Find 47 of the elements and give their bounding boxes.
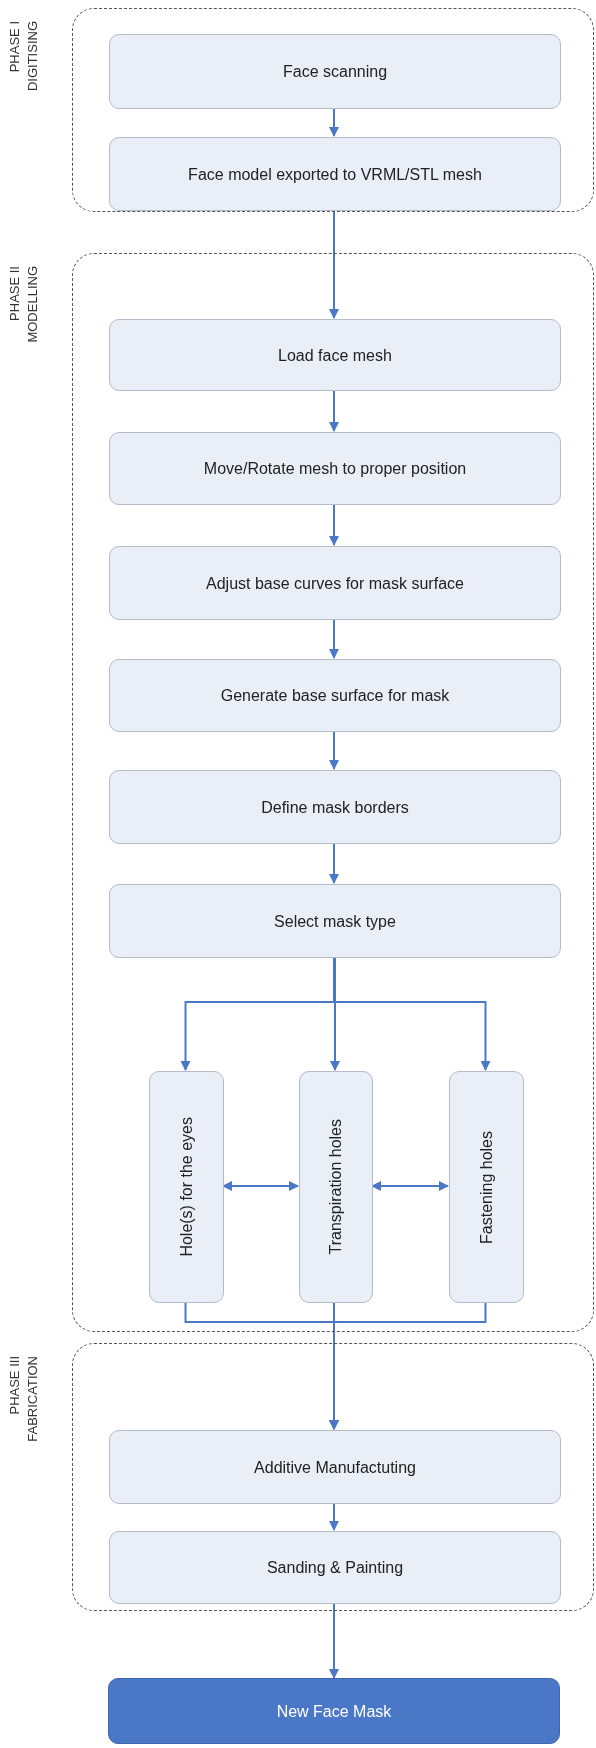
arrow [329, 1301, 487, 1430]
process-box [109, 770, 561, 844]
box-text: New Face Mask [276, 1701, 392, 1722]
box-text: Select mask type [274, 911, 396, 932]
arrow [329, 209, 339, 319]
process-box [109, 319, 561, 391]
phase-heading: PHASE III [7, 1356, 23, 1415]
arrow [222, 1181, 299, 1191]
box-text: Sanding & Painting [266, 1558, 404, 1578]
process-box [109, 884, 561, 958]
process-box [109, 659, 561, 732]
box-text: Adjust base curves for mask surface [206, 573, 464, 594]
process-box [109, 1531, 561, 1604]
process-box [449, 1071, 524, 1303]
process-box [109, 1430, 561, 1504]
phase-heading: FABRICATION [25, 1356, 41, 1442]
box-text: Additive Manufactuting [254, 1457, 416, 1478]
arrow [329, 730, 339, 770]
process-box [109, 137, 561, 211]
arrow [371, 1181, 449, 1191]
box-text: Face scanning [282, 62, 388, 82]
arrow [329, 842, 339, 884]
box-text: Define mask borders [261, 797, 409, 818]
phase-heading: DIGITISING [25, 21, 41, 92]
box-text: Hole(s) for the eyes [176, 1117, 196, 1257]
arrow [329, 1602, 339, 1679]
arrow [329, 1502, 339, 1531]
result-box [108, 1678, 560, 1744]
arrow [330, 956, 340, 1071]
box-text: Fastening holes [476, 1130, 496, 1244]
box-text: Face model exported to VRML/STL mesh [188, 164, 482, 185]
phase-heading: PHASE II [7, 266, 23, 321]
arrow [329, 389, 339, 432]
box-text: Load face mesh [278, 345, 392, 366]
process-box [149, 1071, 224, 1303]
box-text: Generate base surface for mask [220, 686, 450, 706]
box-text: Transpiration holes [326, 1119, 345, 1255]
process-box [109, 546, 561, 620]
process-box [299, 1071, 373, 1303]
arrow [329, 107, 339, 137]
arrow [329, 503, 339, 546]
process-box [109, 432, 561, 505]
phase-heading: PHASE I [7, 21, 23, 73]
phase-heading: MODELLING [25, 266, 41, 343]
arrow [329, 618, 339, 659]
box-text: Move/Rotate mesh to proper position [203, 459, 467, 479]
process-box [109, 34, 561, 109]
